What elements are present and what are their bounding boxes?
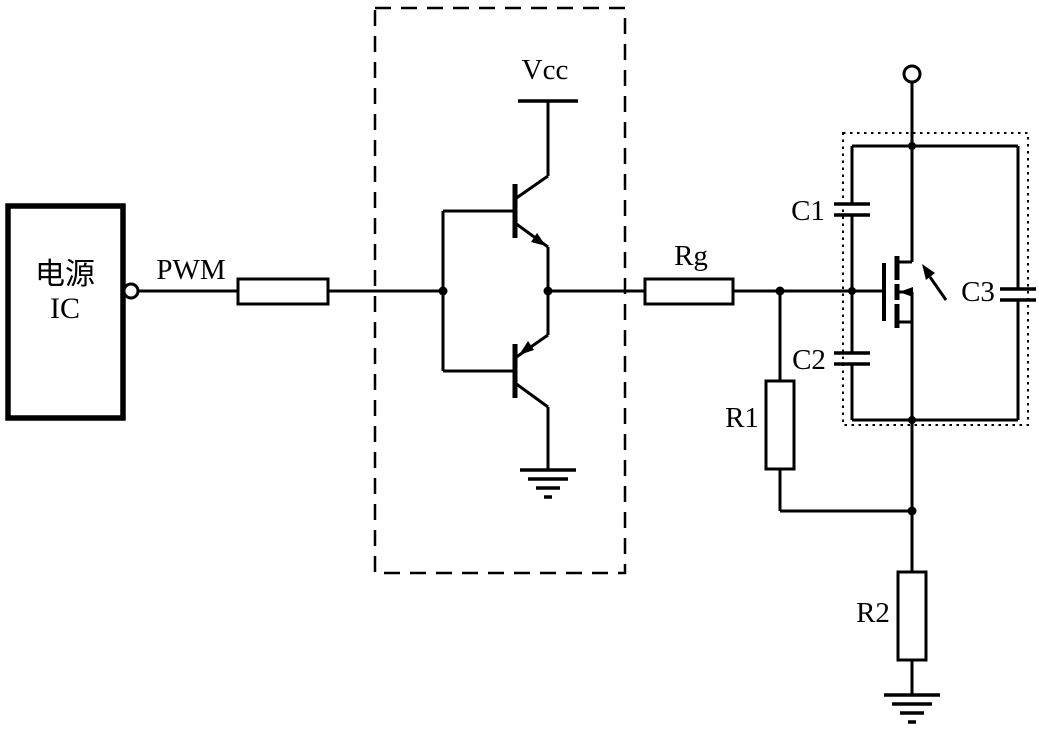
capacitor-c2 bbox=[834, 291, 870, 420]
c2-label: C2 bbox=[792, 344, 826, 376]
driver-input-wires bbox=[441, 209, 513, 373]
gate-resistor-label: Rg bbox=[674, 240, 708, 272]
r1-label: R1 bbox=[725, 402, 759, 434]
npn-collector bbox=[514, 174, 549, 201]
capacitor-c1 bbox=[834, 146, 870, 291]
input-series-resistor bbox=[236, 277, 330, 306]
junction-dot bbox=[543, 286, 553, 296]
vcc-label: Vcc bbox=[522, 54, 569, 86]
pwm-label: PWM bbox=[156, 254, 225, 286]
vcc-rail bbox=[518, 99, 578, 176]
mosfet bbox=[882, 256, 948, 328]
power-ic-label-line2: IC bbox=[50, 292, 80, 325]
capacitor-c3 bbox=[1000, 146, 1036, 420]
junction-dot bbox=[848, 287, 856, 295]
pwm-output-terminal bbox=[122, 282, 140, 300]
c3-label: C3 bbox=[961, 276, 995, 308]
mosfet-body-diode bbox=[928, 276, 948, 301]
junction-dot bbox=[908, 142, 916, 150]
gate-resistor bbox=[643, 277, 735, 306]
main-ground-symbol bbox=[884, 693, 940, 724]
junction-dot bbox=[908, 416, 916, 424]
resistor-r1 bbox=[764, 379, 796, 471]
npn-emitter-arrow bbox=[531, 233, 546, 246]
r1-branch bbox=[764, 291, 912, 513]
r2-branch bbox=[896, 511, 928, 695]
npn-transistor bbox=[512, 174, 550, 291]
junction-dot bbox=[907, 506, 917, 516]
power-ic: 电源 IC bbox=[5, 203, 140, 421]
pnp-transistor bbox=[512, 291, 550, 470]
drain-terminal bbox=[902, 64, 922, 84]
pnp-collector bbox=[514, 381, 549, 409]
junction-dot bbox=[438, 286, 448, 296]
parasitic-capacitance-boundary bbox=[842, 132, 1029, 426]
junction-dot bbox=[775, 286, 785, 296]
mosfet-body-diode-arrow bbox=[922, 264, 935, 280]
power-ic-box bbox=[5, 203, 126, 421]
c1-label: C1 bbox=[791, 195, 825, 227]
pnp-emitter-arrow bbox=[519, 341, 534, 355]
resistor-r2 bbox=[896, 570, 928, 662]
power-ic-label-line1: 电源 bbox=[35, 258, 95, 291]
r2-label: R2 bbox=[856, 597, 890, 629]
junction-dots bbox=[438, 142, 917, 516]
driver-ground-symbol bbox=[520, 468, 576, 499]
mosfet-body-arrow bbox=[899, 287, 913, 297]
